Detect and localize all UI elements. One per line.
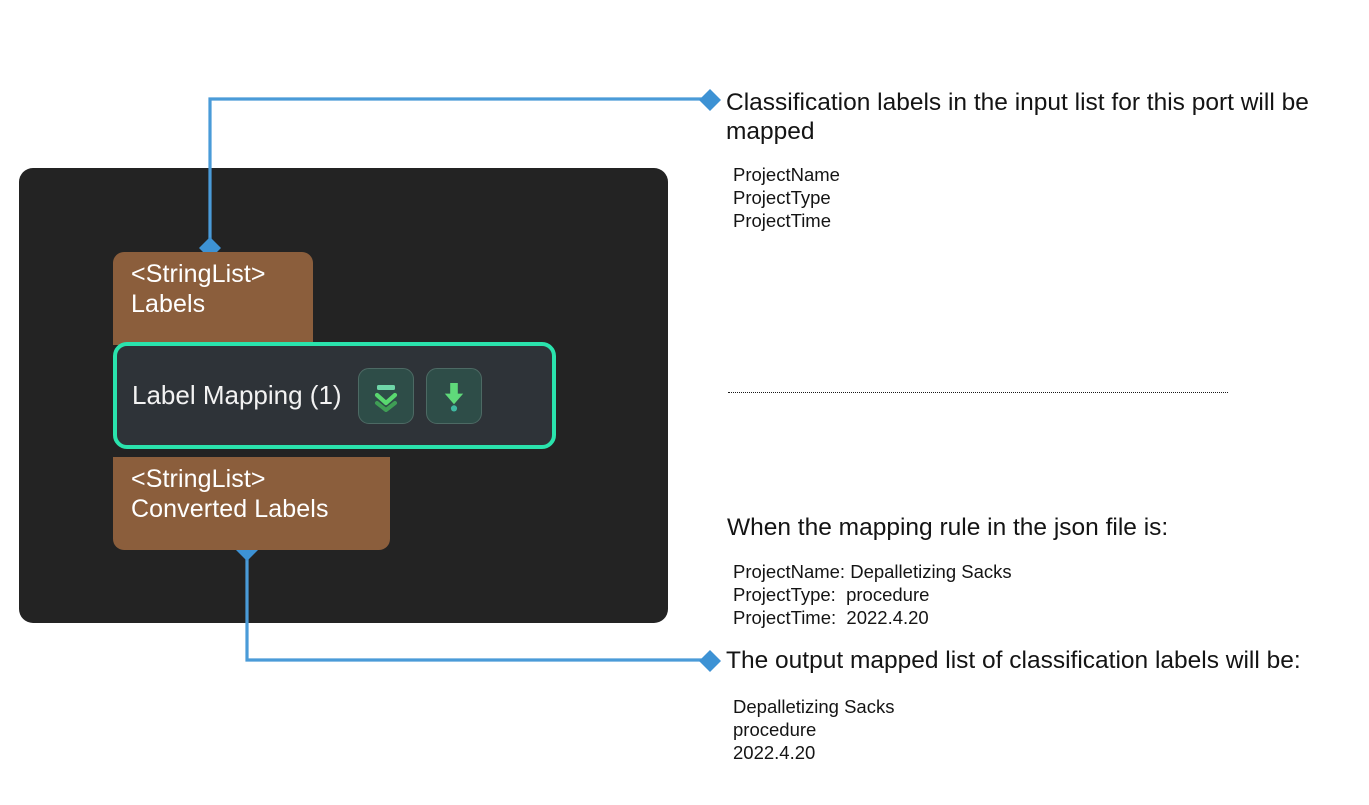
list-item: procedure	[733, 718, 817, 740]
list-item: ProjectName	[733, 164, 840, 185]
download-arrow-icon	[437, 379, 471, 413]
annotation-output-heading: The output mapped list of classification…	[726, 647, 1301, 674]
input-port-name: Labels	[131, 289, 206, 318]
list-item: ProjectName: Depalletizing Sacks	[733, 561, 1012, 582]
list-item: ProjectType: procedure	[733, 583, 930, 605]
label-mapping-node[interactable]: <StringList> Labels Label Mapping (1)	[113, 252, 556, 550]
annotation-rule-heading: When the mapping rule in the json file i…	[727, 514, 1169, 541]
node-toolbar	[357, 367, 482, 424]
connector-output-arrowhead	[699, 650, 721, 672]
collapse-all-button[interactable]	[357, 367, 414, 424]
list-item: ProjectTime: 2022.4.20	[733, 606, 929, 628]
output-port-name: Converted Labels	[131, 494, 329, 523]
input-port-labels[interactable]: <StringList> Labels	[113, 252, 313, 345]
list-item: ProjectType	[733, 186, 831, 208]
connector-input-arrowhead	[699, 89, 721, 111]
collapse-all-icon	[369, 379, 403, 413]
list-item: Depalletizing Sacks	[733, 696, 895, 717]
section-divider	[728, 392, 1228, 393]
output-port-converted-labels[interactable]: <StringList> Converted Labels	[113, 457, 390, 550]
import-button[interactable]	[425, 367, 482, 424]
annotation-input-heading: Classification labels in the input list …	[726, 89, 1309, 146]
list-item: ProjectTime	[733, 209, 832, 231]
node-title: Label Mapping (1)	[132, 380, 342, 410]
node-body[interactable]: Label Mapping (1)	[113, 342, 556, 449]
output-port-type: <StringList>	[131, 465, 266, 493]
list-item: 2022.4.20	[733, 741, 816, 763]
input-port-type: <StringList>	[131, 260, 266, 288]
